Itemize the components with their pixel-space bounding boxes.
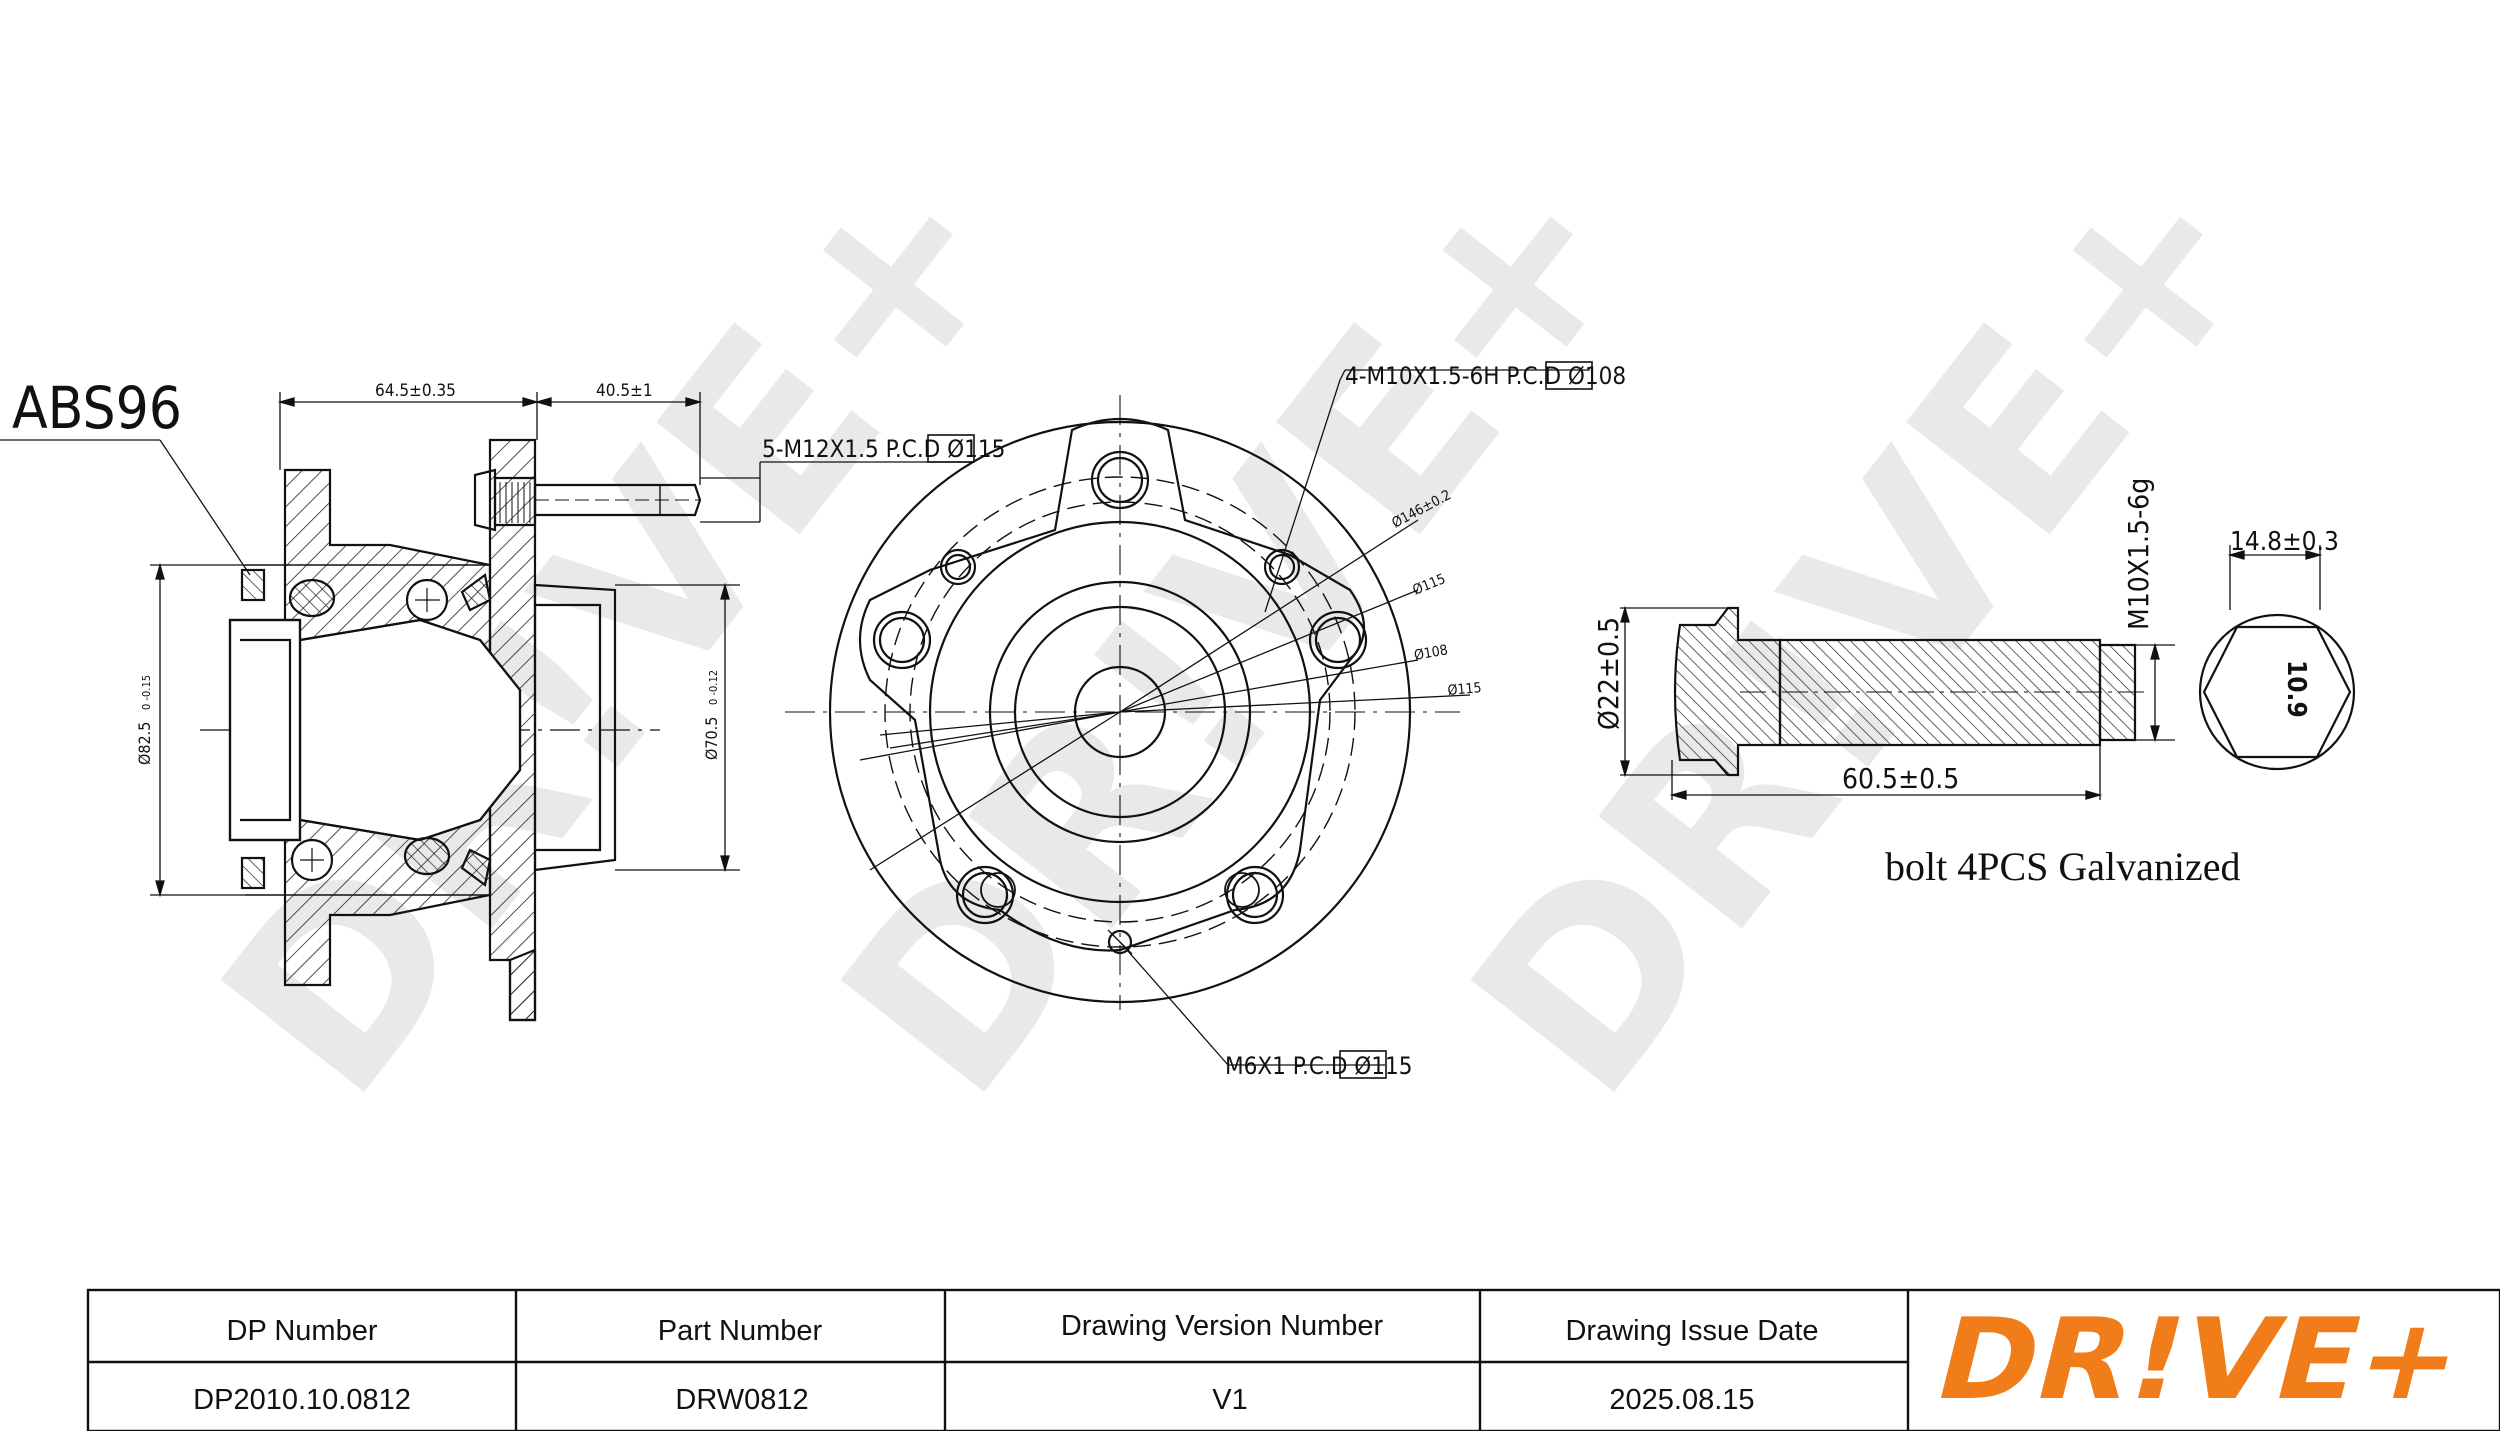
issue-date-label: Drawing Issue Date: [1565, 1315, 1818, 1347]
dim-width-left: 64.5±0.35: [375, 381, 456, 401]
dia-108-label: Ø108: [1413, 642, 1449, 664]
bolt-thread-label: M10X1.5-6g: [2122, 478, 2155, 630]
dia-115b-label: Ø115: [1447, 680, 1482, 699]
bolt-hex-size-label: 14.8±0.3: [2230, 527, 2339, 557]
stud-spec-label: 5-M12X1.5 P.C.D Ø115: [762, 435, 1005, 463]
m6-spec-label: M6X1 P.C.D Ø115: [1225, 1052, 1413, 1080]
drive-logo-text: DR!VE+: [1923, 1294, 2476, 1425]
bolt-detail: [1673, 606, 2356, 777]
front-view-dimensions: [859, 369, 1590, 1066]
bolt-grade-label: 10.9: [2281, 660, 2311, 718]
front-view: [785, 395, 1460, 1010]
side-section-view: [200, 438, 702, 1022]
title-block-text: DP Number Part Number Drawing Version Nu…: [193, 1294, 2476, 1425]
dia-inner-tol: 0 -0.12: [707, 670, 720, 705]
thread-spec-box: [1545, 361, 1593, 390]
dia-outer-label: Ø82.5: [135, 722, 154, 765]
m6-spec-box: [1339, 1050, 1387, 1079]
front-view-labels: 4-M10X1.5-6H P.C.D Ø108 Ø146±0.2 Ø115 Ø1…: [927, 361, 1626, 1080]
bolt-labels: M10X1.5-6g Ø22±0.5 60.5±0.5 14.8±0.3 10.…: [1592, 478, 2339, 889]
dia-outer-tol: 0 -0.15: [140, 675, 153, 710]
dia-inner-label: Ø70.5: [702, 717, 721, 760]
bolt-dimensions: [1620, 545, 2323, 800]
version-value: V1: [1212, 1384, 1247, 1416]
part-number-value: DRW0812: [675, 1384, 808, 1416]
dp-number-label: DP Number: [227, 1315, 378, 1347]
bolt-head-dia-label: Ø22±0.5: [1592, 617, 1625, 730]
dp-number-value: DP2010.10.0812: [193, 1384, 411, 1416]
abs-label: ABS96: [12, 374, 182, 442]
issue-date-value: 2025.08.15: [1609, 1384, 1754, 1416]
version-label: Drawing Version Number: [1061, 1310, 1384, 1342]
drive-logo: DR!VE+: [1923, 1294, 2476, 1425]
bolt-length-label: 60.5±0.5: [1842, 762, 1959, 795]
dim-width-right: 40.5±1: [596, 381, 653, 401]
side-view-labels: ABS96 64.5±0.35 40.5±1 5-M12X1.5 P.C.D Ø…: [12, 374, 1005, 765]
stud-spec-box: [927, 434, 975, 463]
title-block: [86, 1288, 2500, 1431]
thread-spec-label: 4-M10X1.5-6H P.C.D Ø108: [1345, 362, 1626, 390]
bolt-note: bolt 4PCS Galvanized: [1885, 844, 2241, 889]
part-number-label: Part Number: [658, 1315, 823, 1347]
